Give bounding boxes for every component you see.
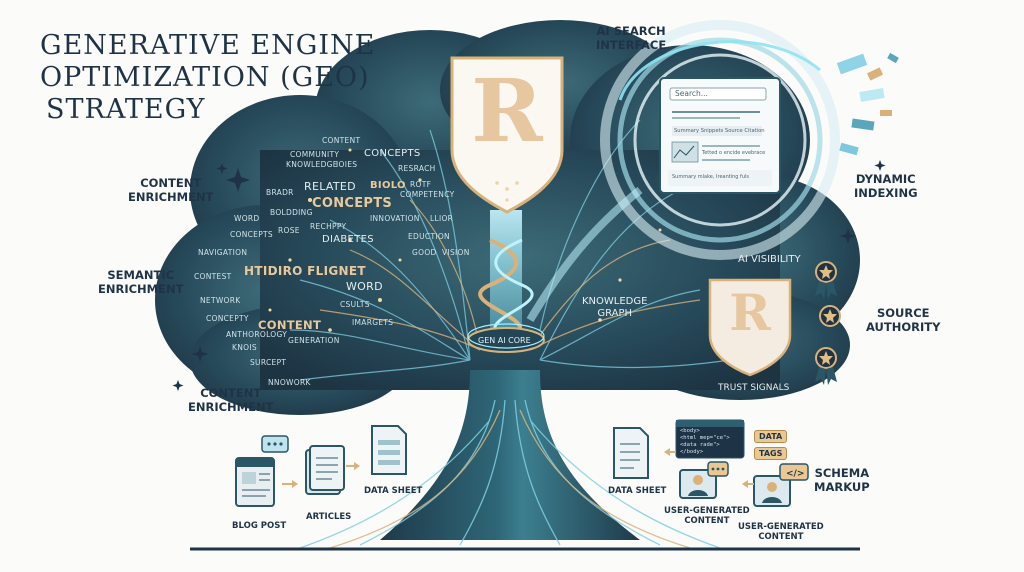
canopy-word: EDUCTION: [408, 232, 450, 241]
label-semantic-enrichment: SEMANTIC ENRICHMENT: [98, 268, 184, 296]
search-input-text: Search...: [675, 89, 708, 98]
tags-tag: TAGS: [754, 447, 788, 460]
canopy-word: CONTENT: [322, 136, 361, 145]
canopy-word: WORD: [346, 280, 383, 293]
canopy-word: CONCEPTY: [206, 314, 249, 323]
decor-stars: [172, 160, 886, 391]
canopy-word: NAVIGATION: [198, 248, 248, 257]
canopy-word: CONCEPTS: [312, 196, 393, 211]
canopy-word: IOIES: [336, 160, 358, 169]
ugc-label-2: USER-GENERATED CONTENT: [738, 522, 824, 542]
core-ring-glow: [467, 323, 545, 349]
helix-light: [493, 238, 534, 331]
canopy-word: CONTENT: [258, 318, 322, 332]
canopy-word: ROTF: [410, 180, 432, 189]
title-line-1: GENERATIVE ENGINE: [40, 30, 376, 61]
canopy-word: LLIOR: [430, 214, 454, 223]
data-sheet-left-label: DATA SHEET: [364, 486, 423, 496]
search-window: [659, 77, 781, 194]
helix: [478, 238, 523, 331]
trunk: [380, 370, 640, 540]
canopy-word: COMMUNITY: [290, 150, 340, 159]
canopy-word: DIABETES: [322, 234, 374, 245]
data-fragments: [836, 52, 899, 156]
title-line-2: OPTIMIZATION (GEO): [40, 62, 370, 93]
code-line: <body>: [680, 428, 700, 434]
search-summary-line: Summary Snippets Source Citation: [674, 128, 765, 134]
articles-label: ARTICLES: [306, 512, 352, 522]
code-line: </body>: [680, 449, 704, 455]
canopy-word: BRADR: [266, 188, 294, 197]
canopy-word: ROSE: [278, 226, 300, 235]
canopy-word: RECHPPY: [310, 222, 347, 231]
gen-ai-core-label: GEN AI CORE: [478, 336, 531, 345]
left-branches: [289, 129, 471, 381]
canopy-word: CONCEPTS: [230, 230, 273, 239]
canopy-word: HTIDIRO FLIGNET: [244, 264, 366, 278]
canopy-word: NNOWORK: [268, 378, 311, 387]
label-schema-markup: SCHEMA MARKUP: [814, 466, 870, 494]
canopy-word: VISION: [442, 248, 470, 257]
code-line: <data rade">: [680, 442, 720, 448]
canopy-word: SURCEPT: [250, 358, 287, 367]
bottom-left-docs: [235, 425, 407, 507]
ai-visibility-label: AI VISIBILITY: [738, 254, 801, 265]
canopy-word: IMARGETS: [352, 318, 394, 327]
canopy-word: CONTEST: [194, 272, 232, 281]
label-ai-search-interface: AI SEARCH INTERFACE: [596, 24, 667, 52]
central-shield: [450, 56, 564, 214]
canopy-word: NETWORK: [200, 296, 241, 305]
data-tag: DATA: [754, 430, 788, 443]
sparkles: [268, 148, 662, 332]
medals: [815, 261, 841, 385]
roots: [299, 399, 721, 549]
canopy-word: COMPETENCY: [400, 190, 455, 199]
canopy-word: GOOD: [412, 248, 437, 257]
blog-post-label: BLOG POST: [232, 521, 287, 531]
central-logo-letter: R: [471, 61, 543, 162]
label-dynamic-indexing: DYNAMIC INDEXING: [854, 172, 918, 200]
label-content-enrichment-bottom: CONTENT ENRICHMENT: [188, 386, 274, 414]
canopy-word: CONCEPTS: [364, 148, 421, 159]
canopy-word: GENERATION: [288, 336, 340, 345]
knowledge-graph-label: KNOWLEDGE GRAPH: [582, 296, 648, 319]
data-sheet-right-label: DATA SHEET: [608, 486, 667, 496]
label-source-authority: SOURCE AUTHORITY: [866, 306, 941, 334]
canopy-word: RELATED: [304, 180, 356, 193]
trust-shield: [708, 278, 792, 377]
canopy-word: WORD: [234, 214, 260, 223]
search-result-line: Tetted o encide evebrace: [702, 150, 766, 156]
canopy-word: KNOIS: [232, 343, 257, 352]
trust-signals-label: TRUST SIGNALS: [718, 383, 790, 393]
gold-roots: [329, 409, 691, 549]
title-line-3: STRATEGY: [46, 94, 206, 125]
canopy-word: BIOLO: [370, 180, 406, 191]
label-content-enrichment-top: CONTENT ENRICHMENT: [128, 176, 214, 204]
shield-stars: [495, 181, 519, 202]
right-gold-branches: [529, 239, 701, 351]
data-stream: [526, 186, 643, 323]
canopy-word: RESRACH: [398, 164, 436, 173]
bottom-right-docs: </>: [613, 419, 809, 507]
canopy-word: ANTHOROLOGY: [226, 330, 288, 339]
ugc-label-1: USER-GENERATED CONTENT: [664, 506, 750, 526]
search-footer-line: Summary mlake, Ireanting fuls: [672, 174, 749, 180]
code-snippet: <body> <html mep="ce"> <data rade"> </bo…: [680, 428, 730, 456]
code-line: <html mep="ce">: [680, 435, 730, 441]
search-portal: [600, 20, 840, 260]
canopy-word: KNOWLEDGE: [286, 160, 338, 169]
canopy-word: CSULTS: [340, 300, 370, 309]
canopy-word: BOLDDING: [270, 208, 313, 217]
canopy-word: INNOVATION: [370, 214, 420, 223]
svg-text:</>: </>: [786, 469, 804, 479]
trust-logo-letter: R: [729, 283, 771, 342]
